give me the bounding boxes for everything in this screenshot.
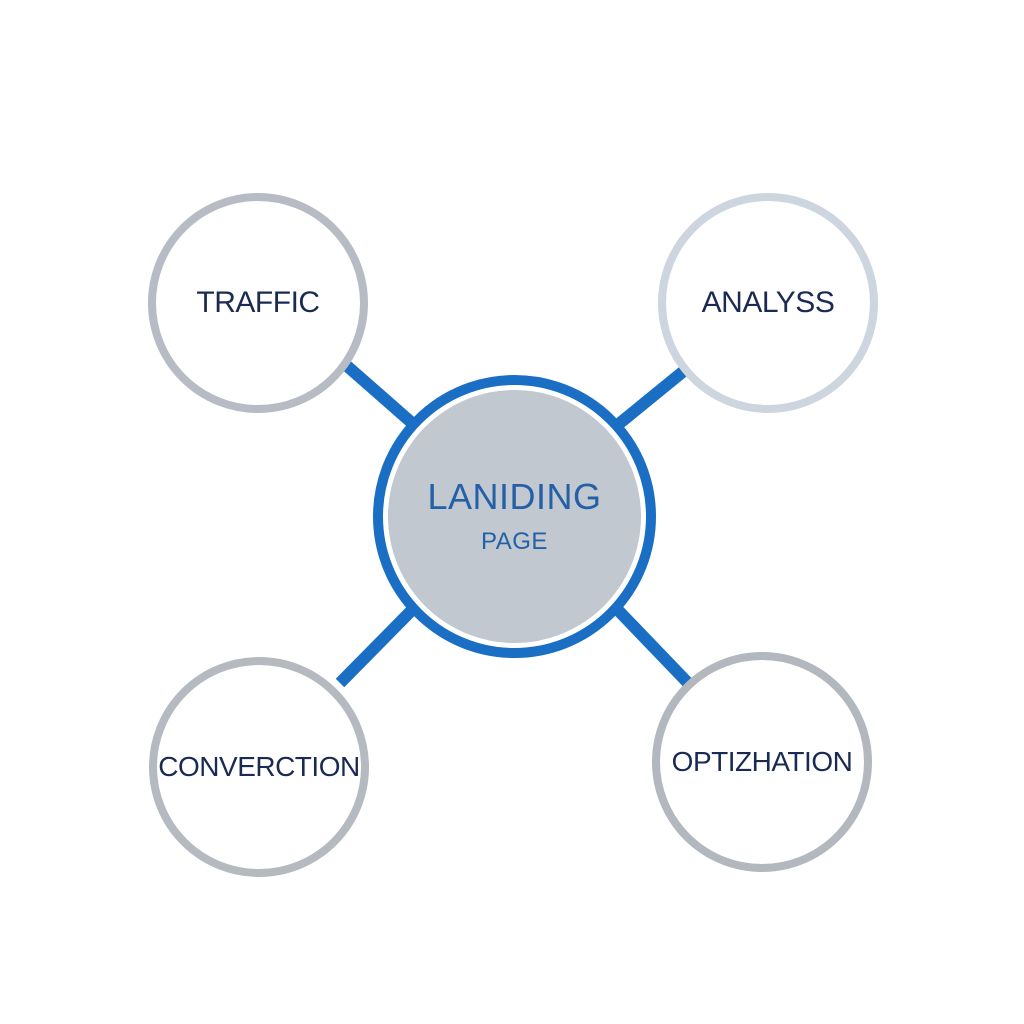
connector-conversion <box>335 605 417 688</box>
node-traffic: TRAFFIC <box>148 193 368 413</box>
node-traffic-label: TRAFFIC <box>196 286 320 319</box>
node-optimization: OPTIZHATION <box>652 652 872 872</box>
connector-optimization <box>610 602 693 688</box>
node-analysis: ANALYSS <box>658 193 878 413</box>
connector-traffic <box>334 353 416 428</box>
node-optimization-label: OPTIZHATION <box>671 746 853 777</box>
node-analysis-label: ANALYSS <box>701 286 835 319</box>
node-conversion-label: CONVERCTION <box>158 751 360 782</box>
center-node-title: LANIDING <box>427 475 602 517</box>
node-conversion: CONVERCTION <box>149 657 369 877</box>
connector-analysis <box>616 365 689 428</box>
center-node-subtitle: PAGE <box>481 528 548 556</box>
center-node: LANIDING PAGE <box>388 390 641 643</box>
